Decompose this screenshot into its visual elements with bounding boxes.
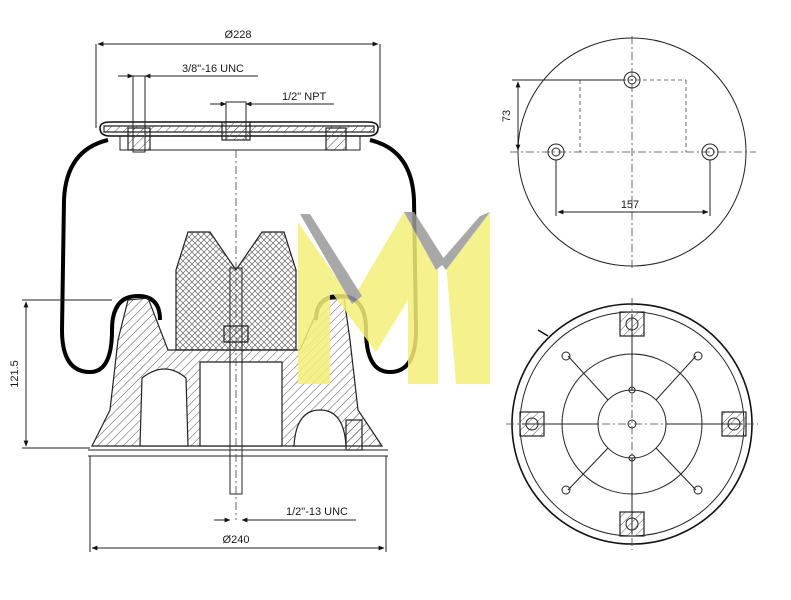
dimension-bottom-stud-thread: 1/2"-13 UNC bbox=[214, 506, 356, 523]
dimension-top-stud-thread: 3/8"-16 UNC bbox=[118, 63, 258, 79]
bottom-stud-thread-label: 1/2"-13 UNC bbox=[286, 506, 348, 518]
stud-spacing-label: 157 bbox=[621, 199, 639, 211]
dimension-air-inlet: 1/2" NPT bbox=[210, 91, 334, 107]
vertical-offset-label: 73 bbox=[501, 110, 513, 122]
bottom-mounting-bosses bbox=[519, 311, 747, 537]
height-label: 121.5 bbox=[9, 360, 21, 388]
top-stud-left bbox=[127, 75, 151, 153]
bottom-plan-view bbox=[506, 298, 758, 550]
dimension-height: 121.5 bbox=[9, 299, 112, 449]
m-logo-watermark bbox=[298, 212, 490, 384]
top-stud-right bbox=[325, 127, 347, 151]
bottom-diameter-label: Ø240 bbox=[223, 534, 250, 546]
bottom-spokes bbox=[522, 314, 742, 534]
bottom-small-holes bbox=[561, 351, 703, 495]
top-stud-thread-label: 3/8"-16 UNC bbox=[182, 63, 244, 75]
air-inlet-thread-label: 1/2" NPT bbox=[282, 91, 327, 103]
dimension-bottom-diameter: Ø240 bbox=[89, 456, 387, 552]
top-plan-view: 73 157 bbox=[501, 36, 756, 268]
dimension-vertical-offset: 73 bbox=[501, 79, 624, 151]
air-inlet-fitting bbox=[221, 101, 251, 141]
dimension-top-diameter: Ø228 bbox=[95, 29, 381, 128]
dimension-stud-spacing: 157 bbox=[555, 160, 711, 216]
top-diameter-label: Ø228 bbox=[225, 29, 252, 41]
